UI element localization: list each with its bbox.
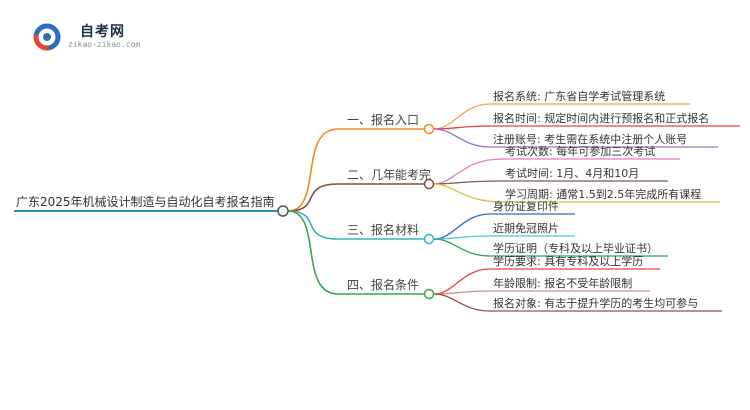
leaf-label: 注册账号: 考生需在系统中注册个人账号 xyxy=(493,132,687,146)
branch-to-leaf-edge xyxy=(433,293,491,312)
branch-node-circle[interactable] xyxy=(423,178,435,190)
leaf-label: 报名系统: 广东省自学考试管理系统 xyxy=(493,89,665,103)
mind-map-edges xyxy=(287,103,740,312)
branch-label: 一、报名入口 xyxy=(347,112,419,127)
branch-to-leaf-edge xyxy=(433,103,491,130)
leaf-label: 报名时间: 规定时间内进行预报名和正式报名 xyxy=(493,111,709,125)
branch-node-circle[interactable] xyxy=(423,233,435,245)
leaf-label: 考试次数: 每年可参加三次考试 xyxy=(505,144,655,158)
branch-label: 三、报名材料 xyxy=(347,222,419,237)
root-node-circle[interactable] xyxy=(277,205,289,217)
branch-to-leaf-edge xyxy=(433,213,491,240)
logo-title: 自考网 xyxy=(80,24,125,40)
branch-label: 四、报名条件 xyxy=(347,277,419,292)
logo-url: zikao-zikao.com xyxy=(68,40,141,49)
branch-node-circle[interactable] xyxy=(423,123,435,135)
branch-to-leaf-edge xyxy=(433,183,503,203)
root-to-branch-edge xyxy=(287,210,339,295)
leaf-label: 身份证复印件 xyxy=(493,199,559,213)
leaf-label: 报名对象: 有志于提升学历的考生均可参与 xyxy=(493,296,698,310)
root-to-branch-edge xyxy=(287,128,339,212)
root-to-branch-edge xyxy=(287,210,339,240)
leaf-label: 年龄限制: 报名不受年龄限制 xyxy=(493,276,632,290)
leaf-label: 考试时间: 1月、4月和10月 xyxy=(505,167,639,180)
leaf-label: 学历要求: 具有专科及以上学历 xyxy=(493,254,643,268)
branch-to-leaf-edge xyxy=(433,158,503,185)
root-to-branch-edge xyxy=(287,183,339,212)
branch-to-leaf-edge xyxy=(433,238,491,257)
mind-map-nodes: 广东2025年机械设计制造与自动化自考报名指南 一、报名入口 报名系统: 广东省自学… xyxy=(14,89,709,310)
leaf-label: 学历证明（专科及以上毕业证书） xyxy=(493,241,658,255)
branch-node-circle[interactable] xyxy=(423,288,435,300)
branch-to-leaf-edge xyxy=(433,128,491,148)
branch-to-leaf-edge xyxy=(433,268,491,295)
root-label: 广东2025年机械设计制造与自动化自考报名指南 xyxy=(16,194,275,209)
branch-label: 二、几年能考完 xyxy=(347,167,431,182)
leaf-label: 近期免冠照片 xyxy=(493,221,559,235)
leaf-label: 学习周期: 通常1.5到2.5年完成所有课程 xyxy=(505,187,701,201)
site-logo[interactable]: 自考网 zikao-zikao.com xyxy=(30,18,170,58)
logo-badge-icon xyxy=(33,23,61,51)
